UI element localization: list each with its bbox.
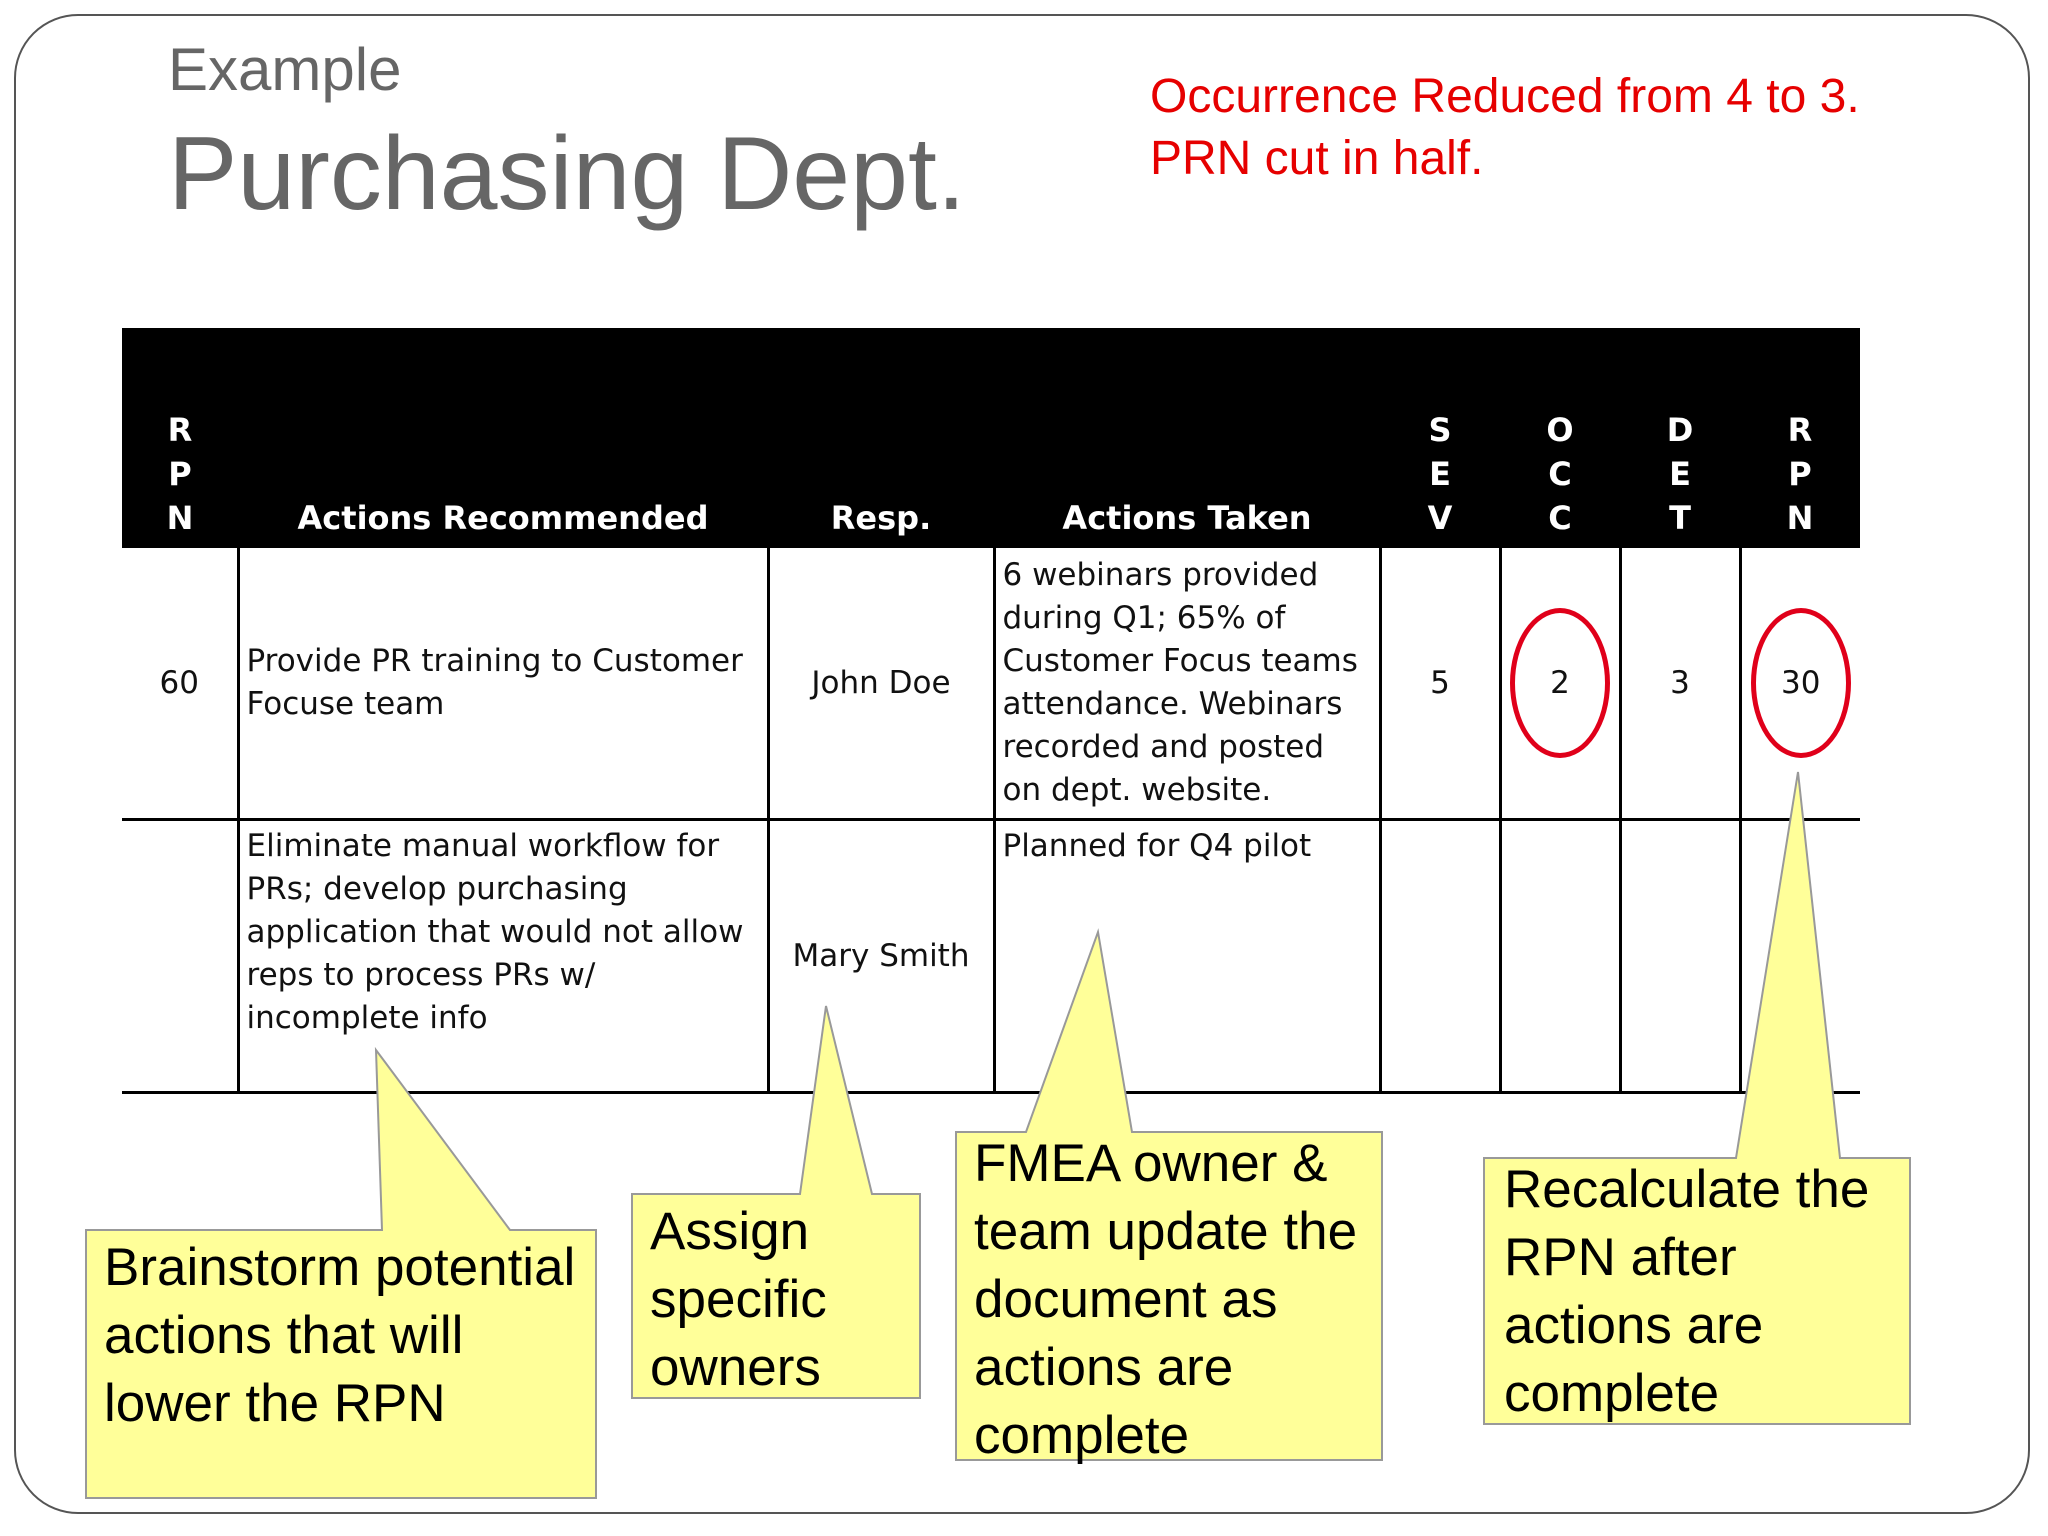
- cell-det: 3: [1618, 548, 1740, 821]
- callout-fmea-shape: [955, 928, 1383, 1461]
- cell-resp: Mary Smith: [766, 819, 994, 1094]
- highlight-circle: [1509, 608, 1610, 758]
- cell-rpn: [122, 819, 238, 1094]
- cell-sev: [1378, 819, 1500, 1094]
- callout-recalculate-shape: [1483, 771, 1911, 1425]
- cell-actions-recommended: Eliminate manual workflow for PRs; devel…: [236, 819, 768, 1094]
- table-row: 60 Provide PR training to Customer Focus…: [122, 548, 1860, 821]
- callout-fmea: FMEA owner & team update the document as…: [974, 1134, 1358, 1465]
- callout-assign: Assign specific owners: [650, 1202, 827, 1397]
- slide-frame: [14, 14, 2030, 1514]
- callout-recalculate: Recalculate the RPN after actions are co…: [1504, 1160, 1870, 1423]
- cell-actions-recommended: Provide PR training to Customer Focuse t…: [236, 548, 768, 821]
- header-resp: Resp.: [768, 328, 994, 548]
- slide-title: Purchasing Dept.: [168, 116, 966, 232]
- cell-occ: [1498, 819, 1620, 1094]
- callout-assign-shape: [631, 1005, 921, 1399]
- cell-occ: 2: [1498, 548, 1620, 821]
- slide-subtitle: Example: [168, 36, 402, 103]
- header-actions-taken: Actions Taken: [994, 328, 1380, 548]
- callout-brainstorm-shape: [85, 1046, 597, 1499]
- cell-sev: 5: [1378, 548, 1500, 821]
- red-note-line-1: Occurrence Reduced from 4 to 3.: [1150, 70, 1860, 123]
- cell-det: [1618, 819, 1740, 1094]
- cell-resp: John Doe: [766, 548, 994, 821]
- table-row: Eliminate manual workflow for PRs; devel…: [122, 819, 1860, 1094]
- red-note: Occurrence Reduced from 4 to 3. PRN cut …: [1150, 66, 1860, 190]
- highlight-circle: [1750, 608, 1851, 758]
- cell-rpn: 60: [122, 548, 238, 821]
- callout-brainstorm: Brainstorm potential actions that will l…: [104, 1238, 576, 1433]
- red-note-line-2: PRN cut in half.: [1150, 132, 1484, 185]
- cell-actions-taken: 6 webinars provided during Q1; 65% of Cu…: [992, 548, 1380, 821]
- header-actions-recommended: Actions Recommended: [238, 328, 768, 548]
